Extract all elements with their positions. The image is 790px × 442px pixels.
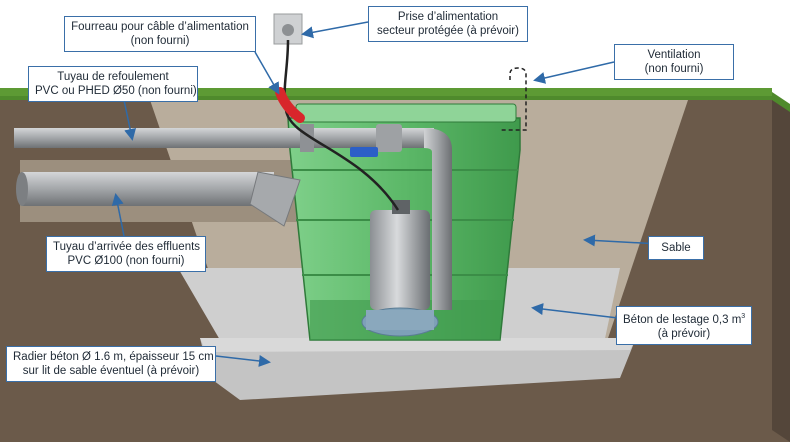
leader-lines [111, 21, 661, 367]
leader-fourreau [254, 51, 280, 95]
valve-handle [350, 147, 378, 157]
tank-lid [295, 103, 517, 123]
callout-radier-line1: Radier béton Ø 1.6 m, épaisseur 15 cm [13, 351, 214, 363]
power-cable [273, 13, 400, 211]
red-sheath [275, 87, 305, 123]
callout-beton-text: Béton de lestage 0,3 m [623, 313, 742, 326]
callout-ventilation-line2: (non fourni) [644, 63, 704, 75]
callout-radier: Radier béton Ø 1.6 m, épaisseur 15 cm su… [6, 346, 216, 382]
callout-sable-line1: Sable [661, 242, 691, 254]
callout-arrivee-line1: Tuyau d’arrivée des effluents [53, 241, 201, 253]
callout-beton-sup: 3 [741, 313, 746, 320]
callout-refoulement-line1: Tuyau de refoulement [57, 71, 169, 83]
leader-refoulement [123, 99, 137, 141]
concrete-slab-top [200, 338, 636, 352]
callout-arrivee: Tuyau d’arrivée des effluents PVC Ø100 (… [46, 236, 206, 272]
leader-prise [301, 21, 369, 39]
callout-sable: Sable [648, 236, 704, 260]
callout-ventilation-line1: Ventilation [647, 49, 701, 61]
callout-prise-line2: secteur protégée (à prévoir) [377, 25, 519, 37]
callout-beton-line2: (à prévoir) [657, 327, 711, 340]
callout-beton: Béton de lestage 0,3 m3 (à prévoir) [616, 306, 752, 345]
concrete-slab [200, 338, 636, 400]
leader-beton [531, 303, 619, 319]
callout-refoulement-line2: PVC ou PHED Ø50 (non fourni) [35, 85, 197, 97]
discharge-pipe [14, 124, 452, 310]
submersible-pump [361, 200, 439, 337]
callout-arrivee-line2: PVC Ø100 (non fourni) [67, 255, 185, 267]
callout-ventilation: Ventilation (non fourni) [614, 44, 734, 80]
callout-fourreau-line2: (non fourni) [130, 35, 190, 47]
leader-ventilation [533, 61, 615, 84]
grass-top [0, 88, 772, 96]
soil-side [772, 98, 790, 442]
callout-refoulement: Tuyau de refoulement PVC ou PHED Ø50 (no… [28, 66, 198, 102]
callout-beton-line1: Béton de lestage 0,3 m3 [623, 310, 745, 327]
callout-prise-line1: Prise d’alimentation [397, 11, 499, 23]
callout-radier-line2: sur lit de sable éventuel (à prévoir) [22, 365, 200, 377]
leader-sable [583, 234, 661, 247]
callout-fourreau: Fourreau pour câble d’alimentation (non … [64, 16, 256, 52]
inlet-pipe [16, 171, 301, 227]
callout-fourreau-line1: Fourreau pour câble d’alimentation [71, 21, 249, 33]
ventilation-pipe [500, 67, 527, 131]
callout-prise: Prise d’alimentation secteur protégée (à… [368, 6, 528, 42]
leader-arrivee [111, 193, 125, 237]
leader-radier [215, 355, 271, 367]
